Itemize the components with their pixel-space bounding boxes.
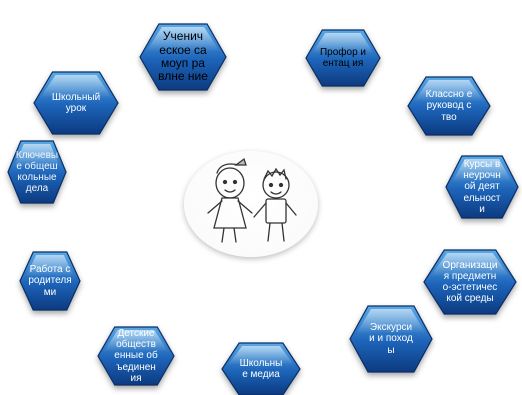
node-class-leadership: Классно е руковод ство	[407, 76, 491, 136]
node-extracurricular: Курсы внеурочной деятельности	[445, 155, 519, 219]
hexagon-shape	[7, 140, 67, 204]
hexagon-shape	[19, 251, 81, 311]
node-school-lesson: Школьный урок	[33, 71, 119, 135]
hexagon-shape	[407, 76, 491, 136]
node-label: Профор иентац ия	[319, 46, 367, 69]
node-label: Экскурсии и походы	[369, 322, 413, 356]
hexagon-shape	[305, 29, 381, 87]
node-environment: Организация предметно-эстетической среды	[423, 249, 517, 315]
node-children-associations: Детские общественные объединения	[97, 326, 175, 386]
node-label: Школьный урок	[51, 91, 101, 114]
node-school-media: Школьные медиа	[221, 342, 301, 395]
node-label: Организация предметно-эстетической среды	[442, 259, 498, 305]
node-label: Работа с родителями	[28, 264, 72, 298]
center-illustration	[184, 151, 318, 257]
node-label: Детские общественные объединения	[114, 328, 158, 384]
hexagon-shape	[445, 155, 519, 219]
hexagon-shape	[97, 326, 175, 386]
hexagon-shape	[33, 71, 119, 135]
hexagon-shape	[221, 342, 301, 395]
node-work-with-parents: Работа с родителями	[19, 251, 81, 311]
node-label: Классно е руковод ство	[425, 89, 473, 123]
node-label: Ученич еское самоуп равлне ние	[158, 29, 208, 84]
node-self-government: Ученич еское самоуп равлне ние	[139, 23, 227, 91]
node-career-guidance: Профор иентац ия	[305, 29, 381, 87]
node-general-activities: Ключевые общешкольные дела	[7, 140, 67, 204]
hexagon-shape	[139, 23, 227, 91]
node-label: Школьные медиа	[239, 357, 283, 380]
node-label: Курсы внеурочной деятельности	[463, 159, 501, 215]
node-excursions: Экскурсии и походы	[349, 305, 433, 373]
children-drawing-icon	[207, 157, 297, 243]
hexagon-shape	[423, 249, 517, 315]
node-label: Ключевые общешкольные дела	[15, 149, 59, 195]
hexagon-shape	[349, 305, 433, 373]
